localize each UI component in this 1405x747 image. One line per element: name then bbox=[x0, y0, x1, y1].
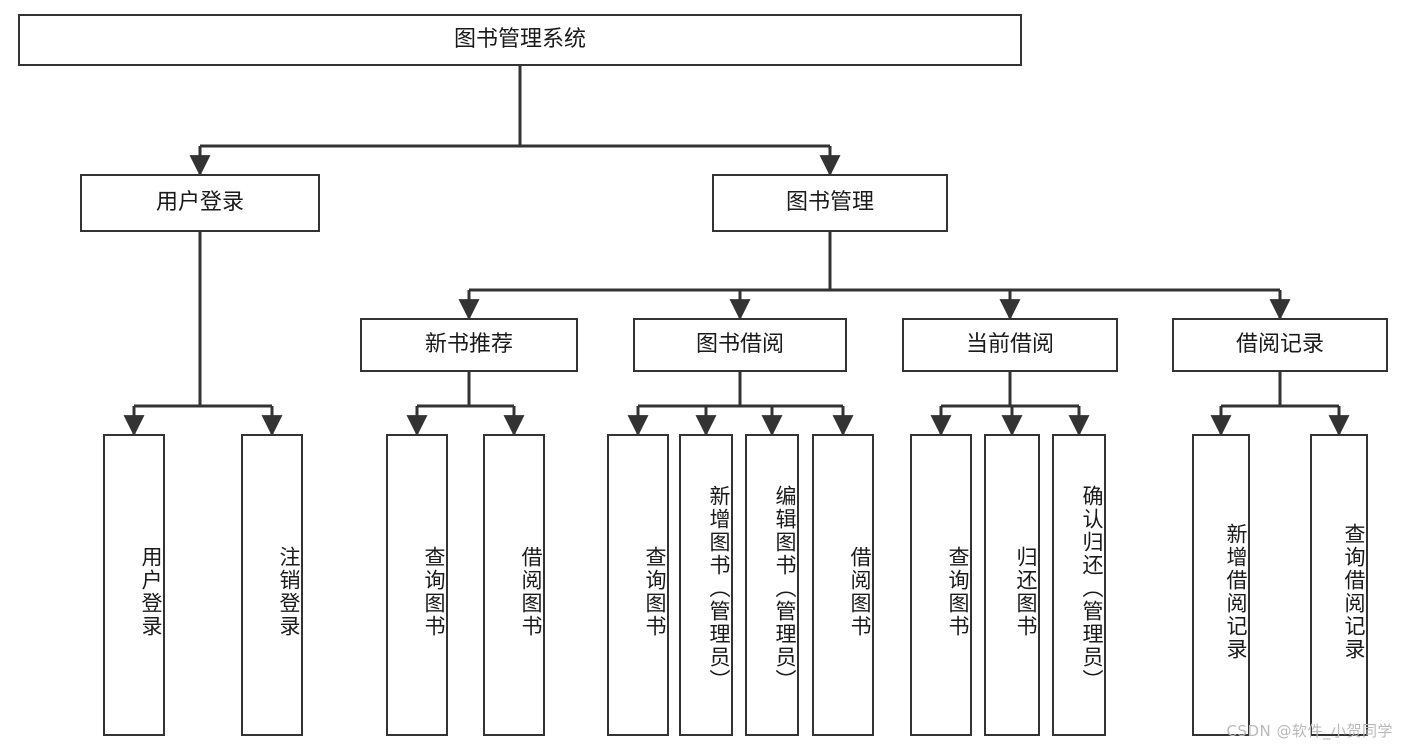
node-label: 用户登录 bbox=[139, 546, 163, 638]
node-leaf_edit_book[interactable]: 编辑图书（管理员） bbox=[745, 434, 799, 736]
node-leaf_borrow_book[interactable]: 借阅图书 bbox=[812, 434, 874, 736]
node-leaf_confirm_return[interactable]: 确认归还（管理员） bbox=[1052, 434, 1106, 736]
node-label: 用户登录 bbox=[155, 190, 244, 216]
node-label: 借阅图书 bbox=[848, 546, 872, 638]
node-label: 借阅图书 bbox=[519, 546, 543, 638]
node-label: 查询图书 bbox=[422, 546, 446, 638]
node-label: 编辑图书（管理员） bbox=[773, 484, 797, 692]
csdn-watermark: CSDN @软件_小贺同学 bbox=[1226, 722, 1393, 740]
node-label: 图书管理系统 bbox=[453, 27, 586, 53]
node-label: 新书推荐 bbox=[424, 332, 513, 358]
node-label: 确认归还（管理员） bbox=[1080, 484, 1104, 692]
node-label: 图书管理 bbox=[785, 190, 874, 216]
node-label: 新增图书（管理员） bbox=[707, 484, 731, 692]
node-label: 图书借阅 bbox=[695, 332, 784, 358]
node-user_login[interactable]: 用户登录 bbox=[80, 174, 320, 232]
node-leaf_add_book[interactable]: 新增图书（管理员） bbox=[679, 434, 733, 736]
node-label: 新增借阅记录 bbox=[1224, 523, 1248, 661]
node-leaf_return_book[interactable]: 归还图书 bbox=[984, 434, 1040, 736]
node-leaf_query_book_rec[interactable]: 查询图书 bbox=[386, 434, 448, 736]
node-leaf_add_record[interactable]: 新增借阅记录 bbox=[1192, 434, 1250, 736]
node-label: 查询借阅记录 bbox=[1342, 523, 1366, 661]
node-new_book_rec[interactable]: 新书推荐 bbox=[360, 318, 578, 372]
node-leaf_query_book_borrow[interactable]: 查询图书 bbox=[607, 434, 669, 736]
node-label: 当前借阅 bbox=[965, 332, 1054, 358]
node-leaf_query_record[interactable]: 查询借阅记录 bbox=[1310, 434, 1368, 736]
node-current_borrow[interactable]: 当前借阅 bbox=[902, 318, 1118, 372]
node-leaf_query_book_cur[interactable]: 查询图书 bbox=[910, 434, 972, 736]
node-label: 借阅记录 bbox=[1235, 332, 1324, 358]
node-label: 注销登录 bbox=[277, 546, 301, 638]
node-leaf_borrow_book_rec[interactable]: 借阅图书 bbox=[483, 434, 545, 736]
node-root[interactable]: 图书管理系统 bbox=[18, 14, 1022, 66]
node-label: 查询图书 bbox=[643, 546, 667, 638]
node-leaf_logout[interactable]: 注销登录 bbox=[241, 434, 303, 736]
node-label: 查询图书 bbox=[946, 546, 970, 638]
node-label: 归还图书 bbox=[1014, 546, 1038, 638]
node-borrow_record[interactable]: 借阅记录 bbox=[1172, 318, 1388, 372]
node-book_mgmt[interactable]: 图书管理 bbox=[712, 174, 948, 232]
node-leaf_user_login[interactable]: 用户登录 bbox=[103, 434, 165, 736]
node-book_borrow[interactable]: 图书借阅 bbox=[633, 318, 847, 372]
